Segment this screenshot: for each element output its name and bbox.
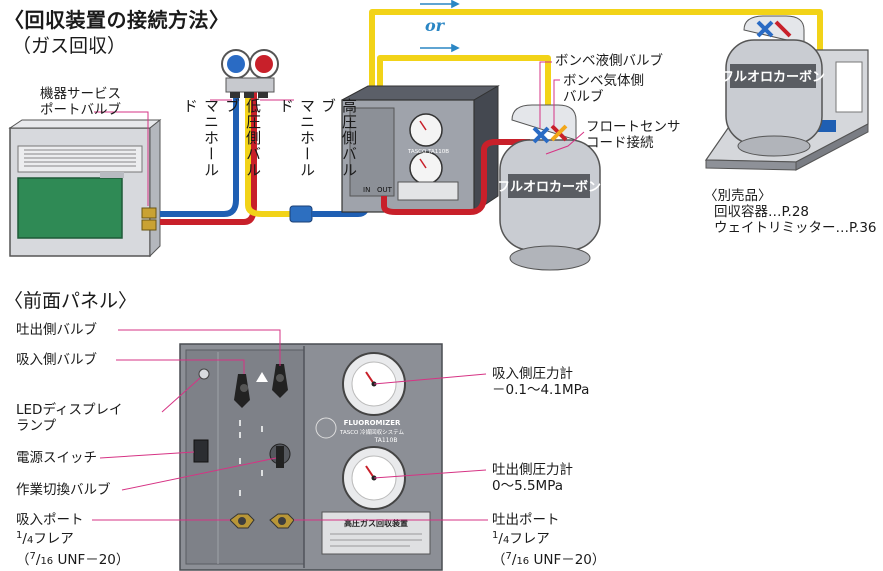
gas-valve-label: ボンベ気体側 バルブ <box>563 73 644 105</box>
flow-arrow-middle <box>420 43 460 53</box>
discharge-gauge-title: 吐出側圧力計 <box>492 462 573 478</box>
cylinder-label-text: フルオロカーボン <box>497 179 601 195</box>
panel-leader-lines <box>92 329 488 521</box>
high-valve-label-line1: 高圧側バルブ <box>319 98 358 178</box>
second-cylinder: フルオロカーボン <box>721 15 825 157</box>
power-switch-label: 電源スイッチ <box>16 450 97 466</box>
panel-brand-sub-text: TASCO 冷媒回収システム <box>339 428 404 436</box>
discharge-port-flare: 1/4フレア <box>492 530 550 547</box>
flow-arrow-top <box>420 0 460 9</box>
suction-gauge-label: 吸入側圧力計 －0.1～4.1MPa <box>492 366 589 398</box>
discharge-gauge-range: 0～5.5MPa <box>492 478 564 494</box>
work-valve-label: 作業切換バルブ <box>16 482 111 498</box>
separate-item-2: ウェイトリミッター…P.36 <box>714 220 877 236</box>
front-panel-title: 〈前面パネル〉 <box>4 290 138 312</box>
sub-title: （ガス回収） <box>12 35 127 57</box>
unit-model-text: TASCO TA110B <box>407 149 449 155</box>
connection-leader-lines <box>94 61 585 206</box>
second-cylinder-label-text: フルオロカーボン <box>721 69 825 85</box>
high-pressure-hose-right <box>381 139 530 215</box>
high-pressure-hose-left <box>160 90 257 225</box>
main-title: 〈回収装置の接続方法〉 <box>4 8 230 32</box>
discharge-gauge-label: 吐出側圧力計 0～5.5MPa <box>492 462 573 494</box>
separate-items-title: 〈別売品〉 <box>704 188 772 204</box>
yellow-hose-manifold <box>245 90 290 217</box>
yellow-hose-lower <box>377 55 551 118</box>
discharge-port-unf: （7/16 UNF－20） <box>492 551 606 568</box>
panel-plate-text: 高圧ガス回収装置 <box>344 518 408 528</box>
panel-brand-text: FLUOROMIZER <box>344 419 401 427</box>
separate-items: 〈別売品〉 回収容器…P.28 ウェイトリミッター…P.36 <box>704 188 877 236</box>
suction-port-unf: （7/16 UNF－20） <box>16 551 130 568</box>
unit-out-text: OUT <box>377 186 393 194</box>
suction-port-label: 吸入ポート 1/4フレア （7/16 UNF－20） <box>16 512 129 570</box>
manifold-gauge <box>221 49 279 98</box>
low-valve-label-line1: 低圧側バルブ <box>223 98 262 178</box>
low-valve-label-line2: マニホールド <box>181 98 220 178</box>
recovery-cylinder: フルオロカーボン <box>497 104 601 271</box>
service-port-label: 機器サービス ポートバルブ <box>40 86 121 118</box>
led-display-label: LEDディスプレイ ランプ <box>16 402 123 434</box>
unit-in-text: IN <box>363 186 370 194</box>
low-valve-label: 低圧側バルブ マニホールド <box>180 98 264 188</box>
discharge-valve-label: 吐出側バルブ <box>16 322 97 338</box>
high-valve-label: 高圧側バルブ マニホールド <box>276 98 360 188</box>
front-panel: FLUOROMIZER TASCO 冷媒回収システム TA110B 高圧ガス回収… <box>179 343 443 571</box>
discharge-port-label: 吐出ポート 1/4フレア （7/16 UNF－20） <box>492 512 605 570</box>
float-sensor-label: フロートセンサ コード接続 <box>586 119 681 151</box>
or-label: or <box>425 16 445 35</box>
low-pressure-hose <box>160 90 239 217</box>
suction-port-flare: 1/4フレア <box>16 530 74 547</box>
panel-model-text: TA110B <box>374 437 398 444</box>
recovery-unit-illustration: TASCO TA110B IN OUT <box>341 85 500 213</box>
suction-gauge-range: －0.1～4.1MPa <box>492 382 590 398</box>
discharge-port-title: 吐出ポート <box>492 512 560 528</box>
service-valves <box>141 207 157 231</box>
high-valve-label-line2: マニホールド <box>277 98 316 178</box>
suction-port-title: 吸入ポート <box>16 512 84 528</box>
suction-gauge-title: 吸入側圧力計 <box>492 366 573 382</box>
separate-item-1: 回収容器…P.28 <box>714 204 810 220</box>
indoor-unit-illustration <box>8 118 162 258</box>
suction-valve-label: 吸入側バルブ <box>16 352 97 368</box>
liquid-valve-label: ボンベ液側バルブ <box>555 53 663 69</box>
